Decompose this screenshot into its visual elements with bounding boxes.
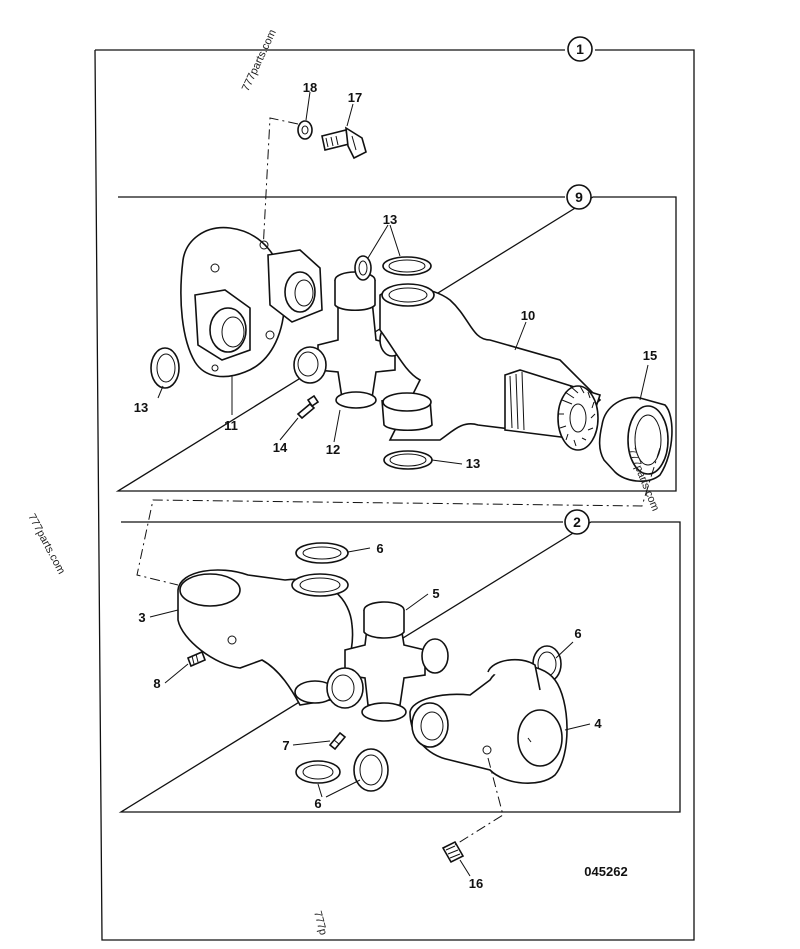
- outer-frame: [94, 49, 695, 941]
- callout-16: 16: [469, 876, 483, 891]
- circlip-part: [295, 760, 341, 784]
- assembly-number-upper: 9: [575, 189, 583, 205]
- grease-nipple-part: [328, 731, 347, 751]
- weld-yoke-part: [177, 569, 354, 706]
- assembly-badge-lower: [564, 509, 590, 535]
- bolt-part: [321, 126, 367, 160]
- alignment-line: [239, 117, 299, 276]
- callout-12: 12: [326, 442, 340, 457]
- upper-frame: [115, 196, 677, 492]
- callout-8: 8: [153, 676, 160, 691]
- lower-frame: [118, 521, 681, 813]
- callout-17: 17: [348, 90, 362, 105]
- callout-13: 13: [383, 212, 397, 227]
- callout-7: 7: [282, 738, 289, 753]
- leader-lines-lower: [149, 547, 591, 877]
- assembly-number-lower: 2: [573, 514, 581, 530]
- callout-3: 3: [138, 610, 145, 625]
- circlip-part: [295, 542, 349, 564]
- callout-13: 13: [134, 400, 148, 415]
- callout-15: 15: [643, 348, 657, 363]
- watermark: 777p: [311, 910, 329, 937]
- circlip-part: [382, 256, 432, 276]
- seal-part: [598, 396, 673, 482]
- assembly-badge-main: [567, 36, 593, 62]
- alignment-line: [136, 447, 661, 586]
- slip-yoke-shaft-part: [379, 283, 602, 451]
- circlip-part: [354, 255, 372, 281]
- assembly-badge-upper: [566, 184, 592, 210]
- callout-4: 4: [594, 716, 602, 731]
- callout-5: 5: [432, 586, 439, 601]
- callout-11: 11: [224, 418, 238, 433]
- callout-18: 18: [303, 80, 317, 95]
- circlip-part: [353, 748, 389, 792]
- circlip-part: [383, 450, 433, 470]
- drawing-number: 045262: [584, 864, 627, 879]
- leader-lines-upper: [157, 224, 649, 465]
- leader-line: [346, 103, 354, 127]
- slip-yoke-part: [409, 658, 568, 785]
- circlip-part: [150, 347, 180, 389]
- callout-6: 6: [376, 541, 383, 556]
- spider-cross-part: [326, 601, 449, 722]
- washer-part: [297, 120, 313, 140]
- callout-6: 6: [574, 626, 581, 641]
- callout-6: 6: [314, 796, 321, 811]
- callout-14: 14: [273, 440, 288, 455]
- flange-yoke-part: [180, 226, 323, 378]
- grease-nipple-part: [296, 394, 320, 420]
- grease-nipple-part: [186, 650, 207, 668]
- watermark: 777parts.com: [25, 512, 67, 576]
- callout-13: 13: [466, 456, 480, 471]
- callout-10: 10: [521, 308, 535, 323]
- leader-line: [305, 91, 311, 121]
- watermark: 777parts.com: [240, 28, 279, 93]
- assembly-number-main: 1: [576, 41, 584, 57]
- plug-part: [441, 840, 465, 864]
